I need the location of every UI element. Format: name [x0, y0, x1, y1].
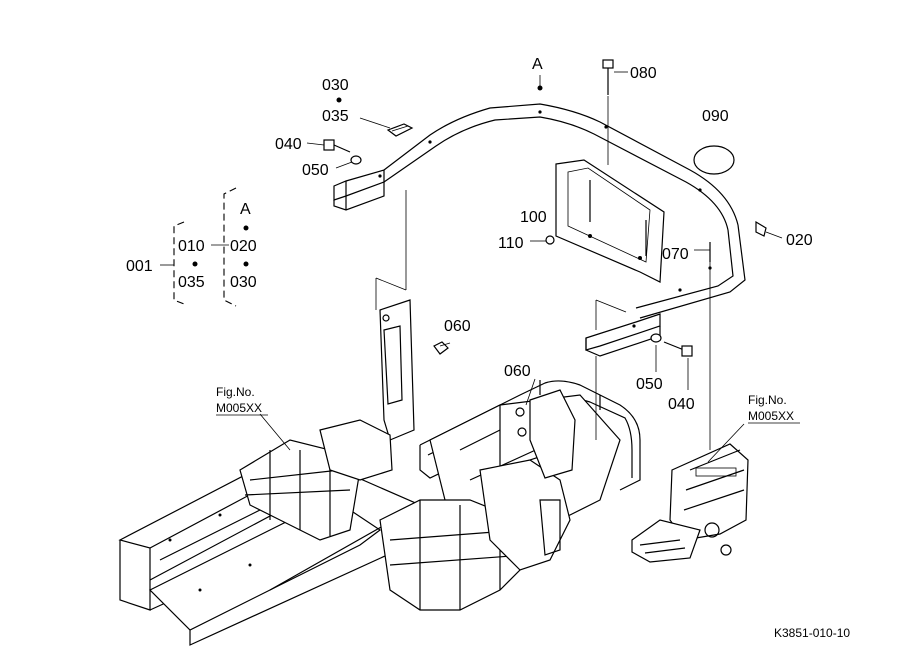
- label-035-top: 035: [322, 108, 349, 125]
- label-item-020: 020: [230, 238, 257, 255]
- label-ref-a: A: [240, 201, 251, 218]
- bracket-plate-070: [555, 159, 665, 283]
- label-item-035: 035: [178, 274, 205, 291]
- fig-ref-right-title: Fig.No.: [748, 393, 787, 407]
- rops-frame: [333, 103, 746, 357]
- label-040-right: 040: [668, 396, 695, 413]
- nut-100: [545, 235, 555, 245]
- label-040-left: 040: [275, 136, 302, 153]
- label-050-left: 050: [302, 162, 329, 179]
- fig-ref-right-code: M005XX: [748, 409, 794, 423]
- fig-ref-left-title: Fig.No.: [216, 385, 255, 399]
- label-assembly-001: 001: [126, 258, 153, 275]
- bolt-040-left: [323, 139, 351, 153]
- main-chassis: [118, 299, 641, 646]
- label-item-010: 010: [178, 238, 205, 255]
- side-cover-panel: [631, 443, 749, 563]
- part-labels: 030 035 040 050 A 080 090 100 110 070 02…: [126, 56, 850, 640]
- label-060-center: 060: [504, 363, 531, 380]
- label-080: 080: [630, 65, 657, 82]
- label-ref-a-top: A: [532, 56, 543, 73]
- washer-050-left: [350, 155, 362, 165]
- label-110: 110: [498, 235, 524, 252]
- label-070: 070: [662, 246, 689, 263]
- label-item-030: 030: [230, 274, 257, 291]
- pin-035: [386, 123, 414, 137]
- label-030-top: 030: [322, 77, 349, 94]
- hardware: [323, 59, 767, 357]
- label-060-right: 060: [444, 318, 471, 335]
- label-020: [755, 220, 767, 237]
- bolt-080: [602, 59, 614, 95]
- washer-050-right: [650, 333, 662, 343]
- label-020: 020: [786, 232, 813, 249]
- nut-060-right: [433, 341, 449, 355]
- decal-090: [693, 145, 735, 175]
- label-100: 100: [520, 209, 547, 226]
- bolt-040-right: [663, 341, 693, 357]
- label-050-right: 050: [636, 376, 663, 393]
- leader-lines: [259, 71, 783, 463]
- label-090: 090: [702, 108, 729, 125]
- fig-ref-left-code: M005XX: [216, 401, 262, 415]
- assembly-group-bracket: [160, 97, 342, 307]
- drawing-number: K3851-010-10: [774, 626, 850, 640]
